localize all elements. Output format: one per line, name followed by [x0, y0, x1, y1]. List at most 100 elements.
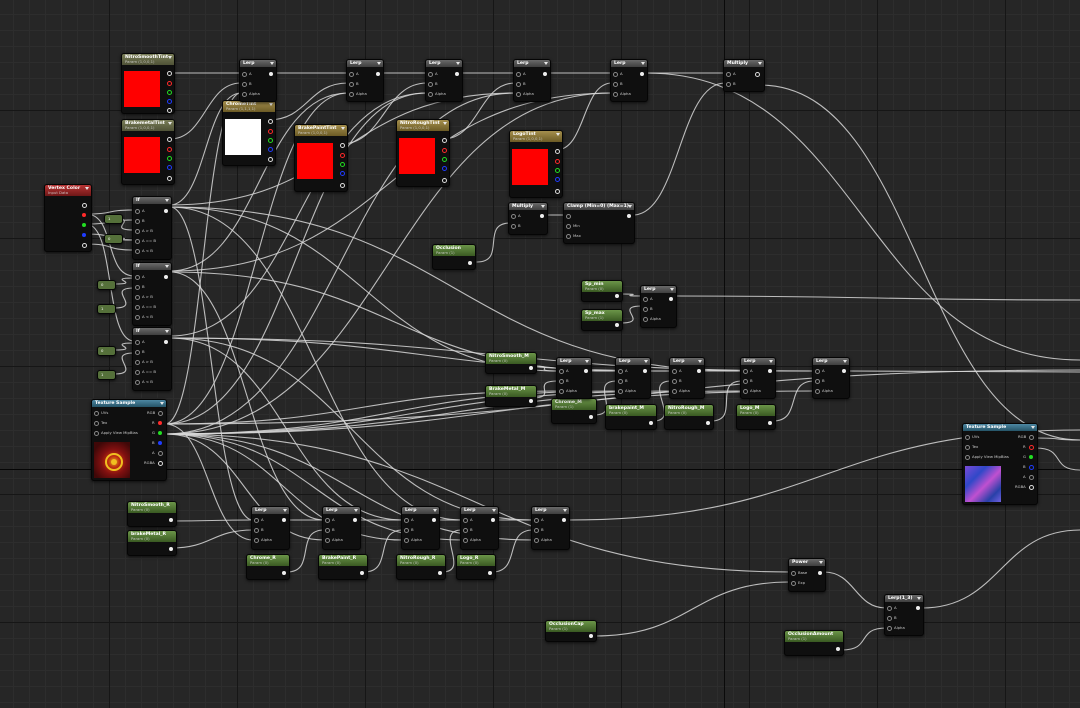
output-pin[interactable] [643, 369, 647, 373]
chevron-down-icon[interactable] [544, 62, 548, 65]
output-pin-rgba[interactable] [158, 461, 163, 466]
connection-wire[interactable] [555, 82, 613, 151]
input-pin-exp[interactable] [791, 581, 796, 586]
output-pin-b[interactable] [442, 166, 447, 171]
if-node-3[interactable]: If A B A > B A == B A < B [132, 327, 172, 391]
connection-wire[interactable] [620, 293, 643, 297]
output-pin-a[interactable] [167, 108, 172, 113]
chevron-down-icon[interactable] [563, 509, 567, 512]
output-pin[interactable] [768, 421, 772, 425]
node-header[interactable]: Lerp [514, 60, 550, 68]
chevron-down-icon[interactable] [556, 133, 560, 136]
connection-wire[interactable] [652, 380, 672, 422]
connection-wire[interactable] [169, 82, 242, 140]
lerp-node-top-4[interactable]: Lerp A B Alpha [513, 59, 551, 102]
output-pin-rgb[interactable] [340, 143, 345, 148]
output-pin-a[interactable] [82, 243, 87, 248]
connection-wire[interactable] [170, 529, 254, 549]
output-pin-a[interactable] [340, 183, 345, 188]
output-pin-g[interactable] [158, 431, 162, 435]
lerp-node-top-5[interactable]: Lerp A B Alpha [610, 59, 648, 102]
output-pin[interactable] [584, 369, 588, 373]
node-header[interactable]: If [133, 263, 171, 271]
input-pin-uvs[interactable] [94, 411, 99, 416]
connection-wire[interactable] [164, 92, 349, 425]
node-header[interactable]: Lerp [240, 60, 276, 68]
output-pin[interactable] [543, 72, 547, 76]
output-pin[interactable] [589, 415, 593, 419]
input-pin-a-eq-b[interactable] [135, 305, 140, 310]
output-pin-g[interactable] [555, 168, 560, 173]
input-pin-base[interactable] [791, 571, 796, 576]
multiply-node-mid[interactable]: Multiply A B [508, 202, 548, 235]
connection-wire[interactable] [169, 92, 428, 337]
chevron-down-icon[interactable] [917, 597, 921, 600]
output-pin-rgba[interactable] [1029, 485, 1034, 490]
input-pin-a[interactable] [887, 606, 892, 611]
connection-wire[interactable] [442, 82, 516, 140]
lerp-node-rough-5[interactable]: Lerp A B Alpha [531, 506, 570, 550]
output-pin[interactable] [697, 369, 701, 373]
output-pin[interactable] [455, 72, 459, 76]
output-pin-g[interactable] [268, 138, 273, 143]
connection-wire[interactable] [169, 337, 534, 521]
input-pin-min[interactable] [566, 224, 571, 229]
output-pin-g[interactable] [167, 156, 172, 161]
output-pin[interactable] [615, 323, 619, 327]
input-pin-a[interactable] [613, 72, 618, 77]
input-pin-b[interactable] [643, 307, 648, 312]
lerp-node-sp[interactable]: Lerp A B Alpha [640, 285, 677, 328]
input-pin-a-gt-b[interactable] [135, 360, 140, 365]
chevron-down-icon[interactable] [165, 330, 169, 333]
input-pin-alpha[interactable] [815, 389, 820, 394]
output-pin[interactable] [353, 518, 357, 522]
input-pin-b[interactable] [463, 528, 468, 533]
output-pin-g[interactable] [340, 162, 345, 167]
connection-wire[interactable] [169, 92, 242, 206]
output-pin-b[interactable] [1029, 465, 1034, 470]
connection-wire[interactable] [85, 243, 135, 251]
input-pin-a[interactable] [643, 297, 648, 302]
input-pin-b[interactable] [743, 379, 748, 384]
input-pin-a[interactable] [743, 369, 748, 374]
connection-wire[interactable] [113, 342, 135, 351]
output-pin[interactable] [169, 547, 173, 551]
output-pin-rgb[interactable] [268, 119, 273, 124]
input-pin-b[interactable] [887, 616, 892, 621]
output-pin[interactable] [615, 294, 619, 298]
chevron-down-icon[interactable] [758, 62, 762, 65]
output-pin-a[interactable] [555, 189, 560, 194]
node-header[interactable]: If [133, 328, 171, 336]
connection-wire[interactable] [164, 92, 516, 435]
input-pin-b[interactable] [349, 82, 354, 87]
output-pin[interactable] [562, 518, 566, 522]
connection-wire[interactable] [164, 390, 618, 435]
output-pin-a[interactable] [1029, 475, 1034, 480]
if-node-1[interactable]: If A B A > B A == B A < B [132, 196, 172, 260]
output-pin-a[interactable] [158, 451, 163, 456]
connection-wire[interactable] [113, 352, 135, 375]
chevron-down-icon[interactable] [269, 103, 273, 106]
input-pin-alpha[interactable] [242, 92, 247, 97]
output-pin-b[interactable] [167, 99, 172, 104]
input-pin-b[interactable] [135, 350, 140, 355]
chevron-down-icon[interactable] [283, 509, 287, 512]
output-pin[interactable] [269, 72, 273, 76]
node-header[interactable]: Lerp [616, 358, 650, 366]
constant-node[interactable]: 0 [97, 346, 116, 356]
output-pin-r[interactable] [167, 81, 172, 86]
lerp-node-top-3[interactable]: Lerp A B Alpha [425, 59, 463, 102]
connection-wire[interactable] [164, 92, 428, 425]
